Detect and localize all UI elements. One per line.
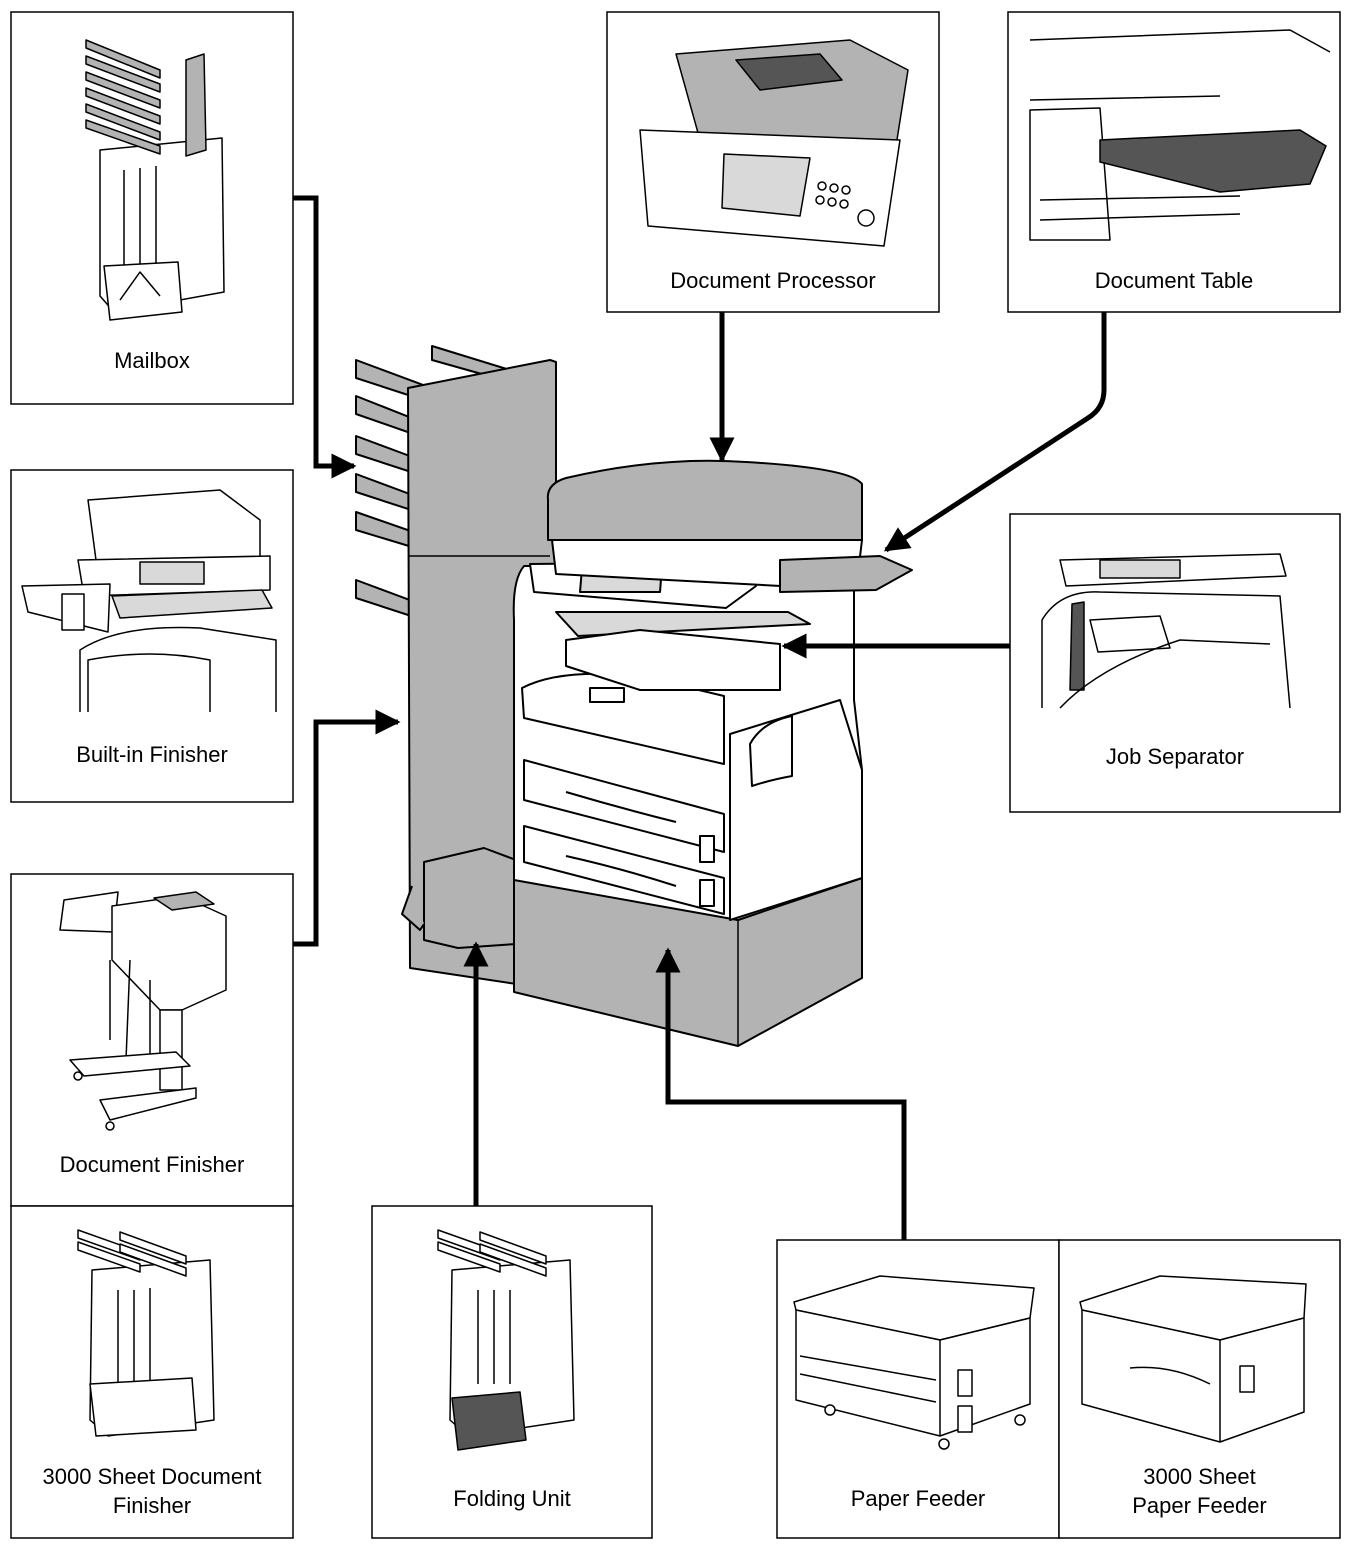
arrow-document-finisher — [293, 709, 401, 947]
paper-feeder-illustration — [793, 1275, 1035, 1450]
label-document-processor-text: Document Processor — [670, 268, 876, 293]
paper-feeder-3000-illustration — [1079, 1275, 1307, 1443]
document-processor-illustration — [639, 39, 909, 247]
label-3000-document-finisher-line2: Finisher — [112, 1493, 192, 1518]
label-3000-paper-feeder-line1: 3000 Sheet — [1143, 1464, 1256, 1489]
folding-unit-illustration — [437, 1229, 575, 1451]
label-job-separator-text: Job Separator — [1105, 744, 1245, 769]
arrow-mailbox — [293, 195, 357, 479]
document-table-tray — [779, 555, 913, 593]
label-document-table-text: Document Table — [1094, 268, 1254, 293]
label-built-in-finisher-text: Built-in Finisher — [76, 742, 228, 767]
label-mailbox: Mailbox — [11, 346, 293, 375]
connector-arrows — [293, 195, 1107, 1240]
document-finisher-illustration — [59, 891, 227, 1131]
label-3000-paper-feeder: 3000 Sheet Paper Feeder — [1059, 1462, 1340, 1520]
label-document-finisher-text: Document Finisher — [59, 1152, 245, 1177]
document-table-illustration — [1029, 29, 1331, 241]
label-folding-unit: Folding Unit — [372, 1484, 652, 1513]
arrow-paper-feeder — [655, 947, 907, 1240]
label-job-separator: Job Separator — [1010, 742, 1340, 771]
label-3000-paper-feeder-line2: Paper Feeder — [1132, 1493, 1267, 1518]
label-document-processor: Document Processor — [607, 266, 939, 295]
built-in-finisher-illustration — [21, 489, 277, 712]
drawer-1 — [523, 759, 725, 853]
arrow-document-table — [883, 312, 1107, 553]
label-folding-unit-text: Folding Unit — [453, 1486, 571, 1511]
label-built-in-finisher: Built-in Finisher — [11, 740, 293, 769]
label-mailbox-text: Mailbox — [114, 348, 190, 373]
document-processor-cover — [546, 459, 863, 541]
job-separator-illustration — [1041, 553, 1291, 709]
label-document-table: Document Table — [1008, 266, 1340, 295]
label-paper-feeder-text: Paper Feeder — [850, 1486, 986, 1511]
main-machine — [355, 345, 913, 1047]
label-3000-document-finisher: 3000 Sheet Document Finisher — [11, 1462, 293, 1520]
label-paper-feeder: Paper Feeder — [777, 1484, 1059, 1513]
document-finisher-3000-illustration — [77, 1229, 215, 1437]
folding-box — [423, 847, 517, 949]
mailbox-illustration — [85, 39, 225, 321]
label-3000-document-finisher-line1: 3000 Sheet Document — [42, 1464, 262, 1489]
label-document-finisher: Document Finisher — [11, 1150, 293, 1179]
